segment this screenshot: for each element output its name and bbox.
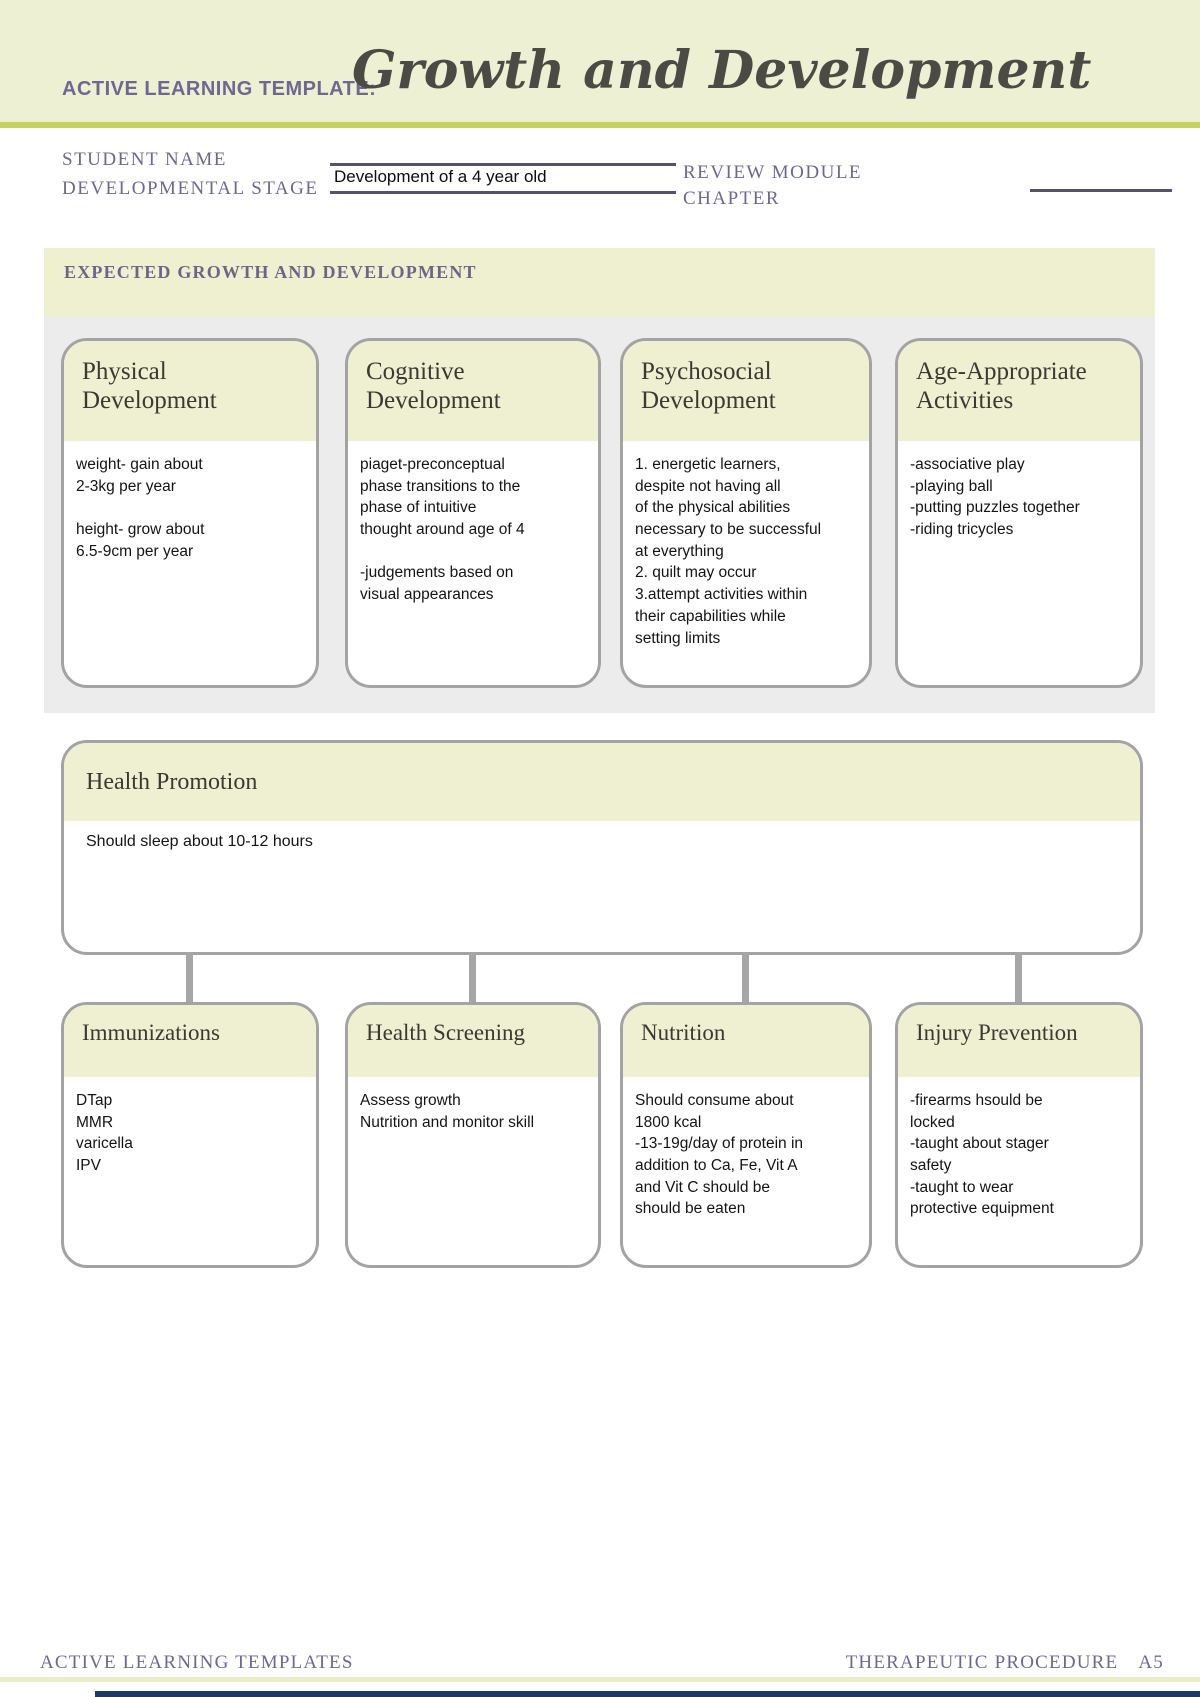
card-injury-prevention: Injury Prevention -firearms hsould be lo… (895, 1002, 1143, 1268)
footer-rule (0, 1677, 1200, 1682)
student-name-label: STUDENT NAME (62, 149, 227, 170)
card-header: Psychosocial Development (623, 341, 869, 441)
review-module-chapter-line[interactable] (1030, 189, 1172, 192)
card-header: Injury Prevention (898, 1005, 1140, 1077)
card-immunizations: Immunizations DTap MMR varicella IPV (61, 1002, 319, 1268)
footer-navy-bar (95, 1691, 1200, 1697)
card-body-text[interactable]: piaget-preconceptual phase transitions t… (360, 456, 525, 604)
connector-line (1015, 952, 1022, 1004)
card-header: Immunizations (64, 1005, 316, 1077)
card-header: Health Screening (348, 1005, 598, 1077)
connector-line (186, 952, 193, 1004)
page-title: Growth and Development (352, 40, 1092, 101)
expected-section-title: EXPECTED GROWTH AND DEVELOPMENT (64, 262, 477, 282)
card-title: Psychosocial Development (641, 358, 776, 414)
footer-page-ref: A5 (1138, 1652, 1164, 1673)
card-body-text[interactable]: weight- gain about 2-3kg per year height… (76, 456, 205, 560)
card-header: Cognitive Development (348, 341, 598, 441)
template-label: ACTIVE LEARNING TEMPLATE: (62, 78, 377, 100)
developmental-stage-label: DEVELOPMENTAL STAGE (62, 178, 319, 199)
card-nutrition: Nutrition Should consume about 1800 kcal… (620, 1002, 872, 1268)
card-body-text[interactable]: DTap MMR varicella IPV (76, 1092, 133, 1175)
health-promotion-box: Health Promotion Should sleep about 10-1… (61, 740, 1143, 955)
card-body-text[interactable]: 1. energetic learners, despite not havin… (635, 456, 822, 647)
card-header: Health Promotion (64, 743, 1140, 821)
card-title: Age-Appropriate Activities (916, 358, 1087, 414)
expected-section-band (44, 248, 1155, 316)
footer-left-text: ACTIVE LEARNING TEMPLATES (40, 1652, 354, 1673)
connector-line (742, 952, 749, 1004)
developmental-stage-value[interactable]: Development of a 4 year old (334, 167, 547, 186)
card-title: Nutrition (641, 1020, 726, 1045)
footer-right: THERAPEUTIC PROCEDURE A5 (846, 1652, 1164, 1674)
card-psychosocial-development: Psychosocial Development 1. energetic le… (620, 338, 872, 688)
health-promotion-body-text[interactable]: Should sleep about 10-12 hours (86, 833, 313, 850)
connector-line (469, 952, 476, 1004)
card-header: Physical Development (64, 341, 316, 441)
health-promotion-title: Health Promotion (86, 769, 258, 795)
card-body-text[interactable]: Assess growth Nutrition and monitor skil… (360, 1092, 535, 1131)
card-body-text[interactable]: -firearms hsould be locked -taught about… (910, 1092, 1054, 1218)
card-title: Cognitive Development (366, 358, 501, 414)
card-header: Age-Appropriate Activities (898, 341, 1140, 441)
student-name-line[interactable] (330, 163, 676, 166)
card-physical-development: Physical Development weight- gain about … (61, 338, 319, 688)
header-accent-line (0, 122, 1200, 128)
developmental-stage-line[interactable] (330, 191, 676, 194)
card-title: Injury Prevention (916, 1020, 1078, 1045)
card-header: Nutrition (623, 1005, 869, 1077)
review-module-chapter-label: REVIEW MODULE CHAPTER (683, 162, 863, 209)
card-title: Immunizations (82, 1020, 220, 1045)
card-title: Health Screening (366, 1020, 526, 1045)
card-health-screening: Health Screening Assess growth Nutrition… (345, 1002, 601, 1268)
card-body-text[interactable]: Should consume about 1800 kcal -13-19g/d… (635, 1092, 804, 1218)
card-title: Physical Development (82, 358, 217, 414)
header-band (0, 0, 1200, 122)
card-body-text[interactable]: -associative play -playing ball -putting… (910, 456, 1080, 539)
card-cognitive-development: Cognitive Development piaget-preconceptu… (345, 338, 601, 688)
card-age-appropriate-activities: Age-Appropriate Activities -associative … (895, 338, 1143, 688)
footer-right-text: THERAPEUTIC PROCEDURE (845, 1652, 1119, 1673)
